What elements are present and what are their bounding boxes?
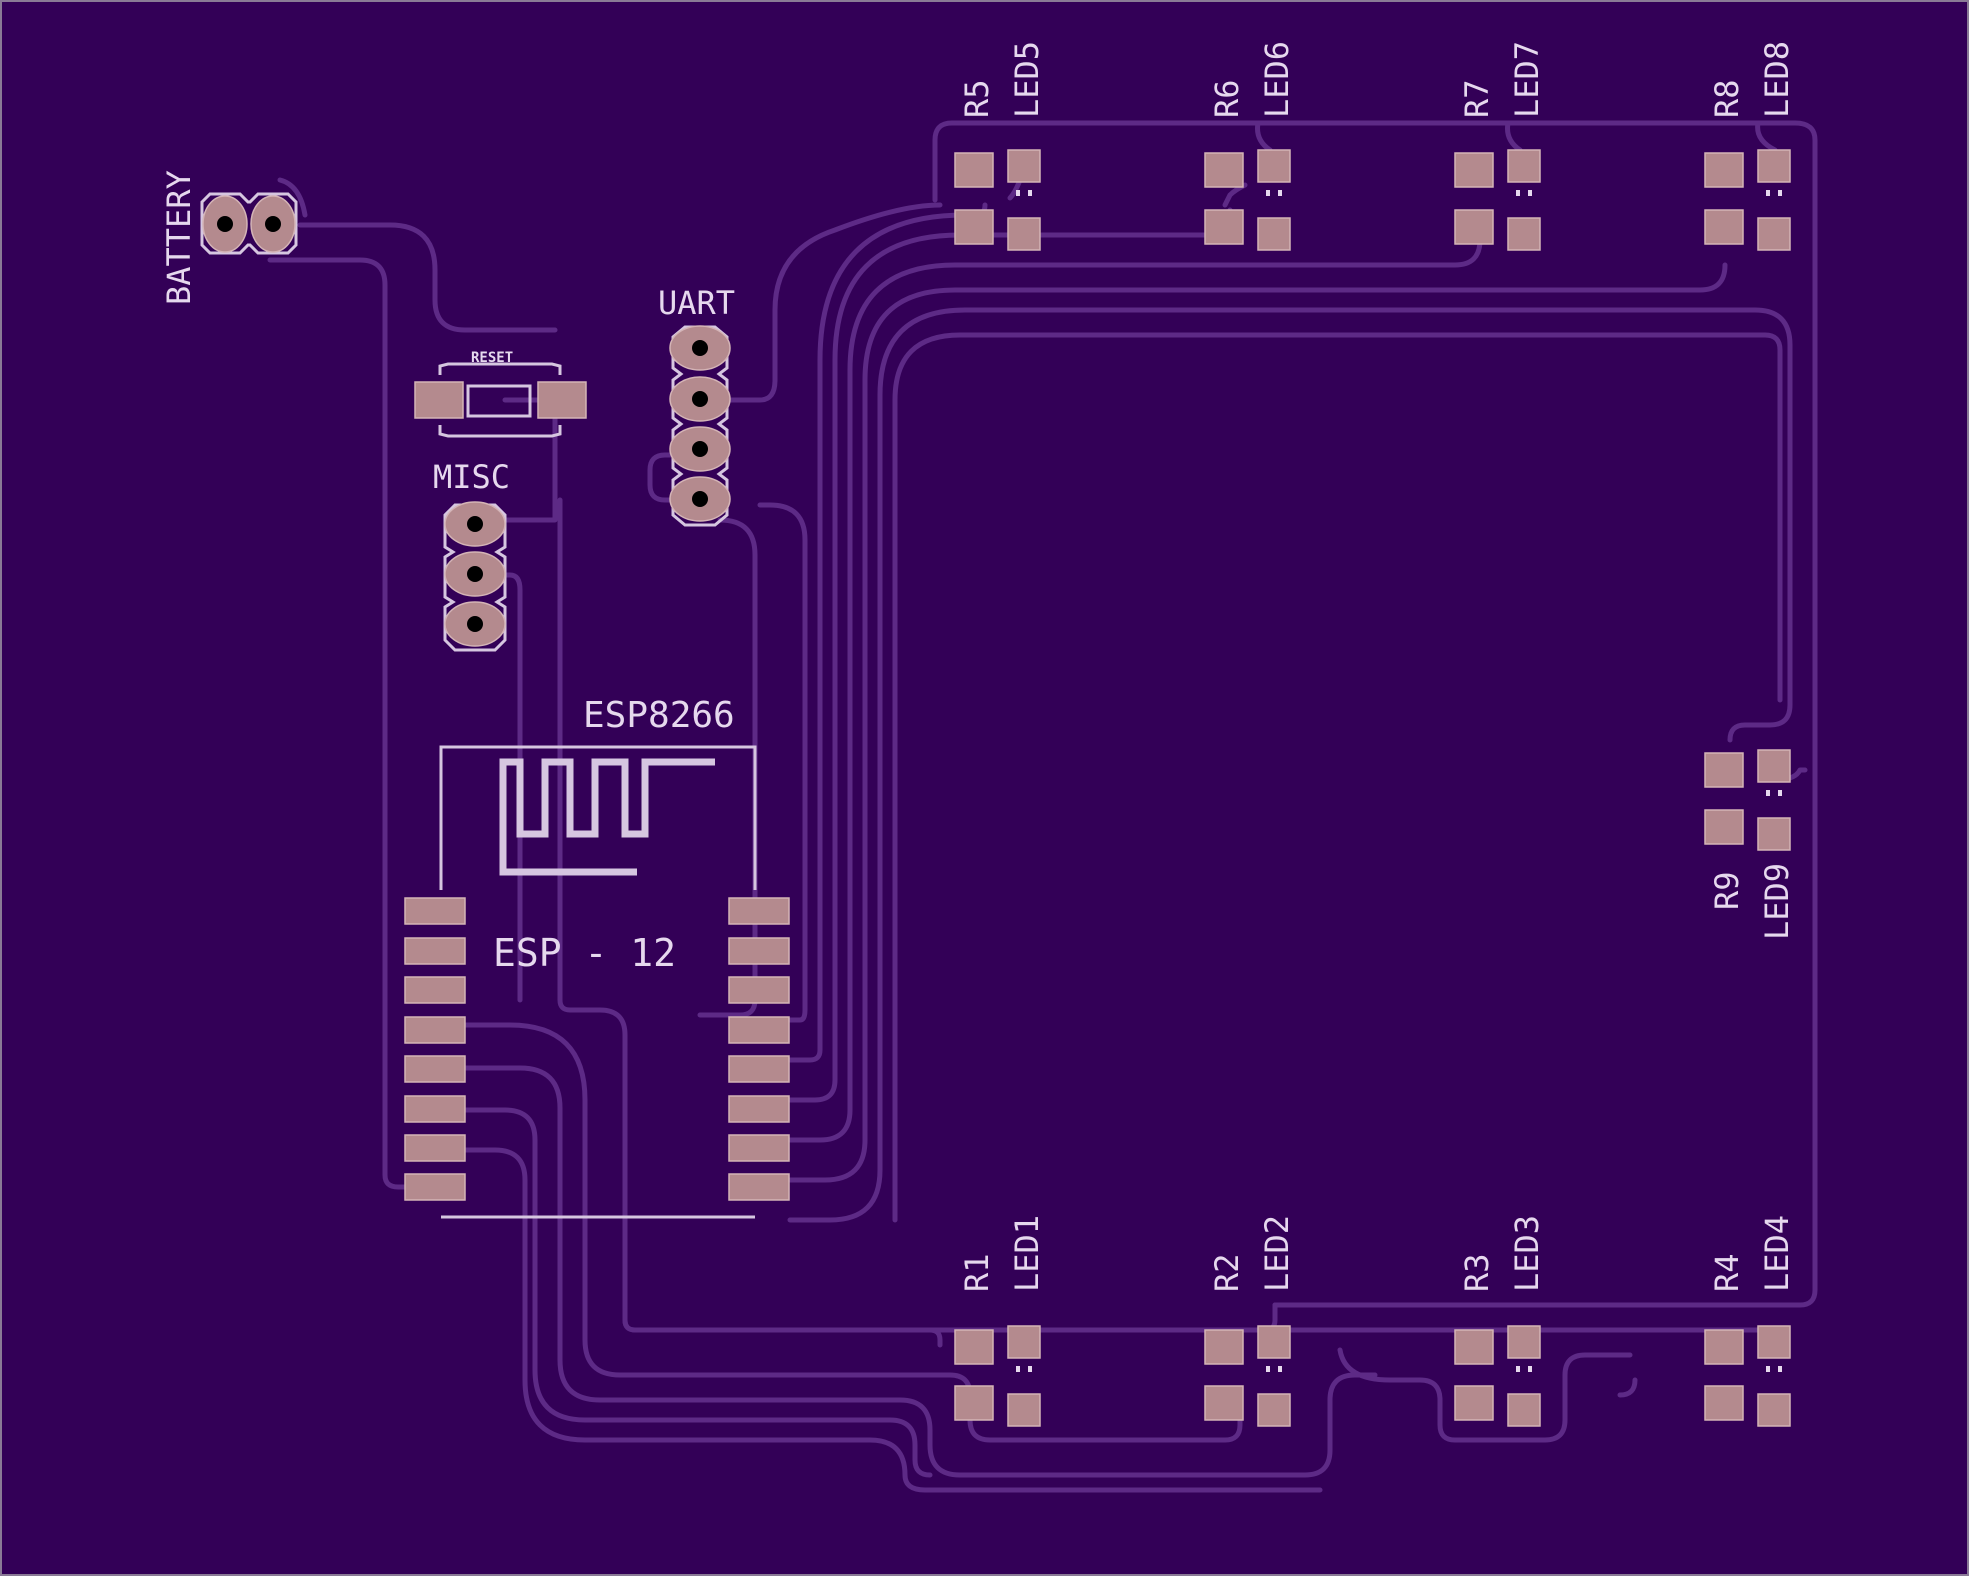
led8-label: LED8 bbox=[1758, 41, 1796, 118]
led-group-3: R3 LED3 bbox=[1454, 1215, 1546, 1427]
reset-label: RESET bbox=[471, 350, 513, 366]
led-group-2: R2 LED2 bbox=[1204, 1215, 1296, 1427]
esp-pad-r7 bbox=[728, 1134, 790, 1162]
esp-pad-r3 bbox=[728, 976, 790, 1004]
r5-label: R5 bbox=[958, 79, 996, 118]
esp-pad-l5 bbox=[404, 1055, 466, 1083]
reset-pad-2 bbox=[537, 381, 587, 419]
r7-label: R7 bbox=[1458, 79, 1496, 118]
esp8266-label: ESP8266 bbox=[583, 695, 735, 736]
esp-pad-l2 bbox=[404, 937, 466, 965]
esp-pad-l4 bbox=[404, 1016, 466, 1044]
led9-label: LED9 bbox=[1758, 863, 1796, 940]
r2-label: R2 bbox=[1208, 1253, 1246, 1292]
esp-pad-r6 bbox=[728, 1095, 790, 1123]
uart-label: UART bbox=[658, 284, 735, 322]
led-group-8: R8 LED8 bbox=[1704, 41, 1796, 251]
esp12-label: ESP - 12 bbox=[493, 931, 676, 975]
r9-label: R9 bbox=[1708, 871, 1746, 910]
antenna-icon bbox=[499, 758, 715, 876]
reset-pad-1 bbox=[414, 381, 464, 419]
led6-label: LED6 bbox=[1258, 41, 1296, 118]
led-group-5: R5 LED5 bbox=[954, 41, 1046, 251]
led-group-6: R6 LED6 bbox=[1204, 41, 1296, 251]
esp-pad-l8 bbox=[404, 1173, 466, 1201]
reset-switch: RESET bbox=[414, 350, 587, 438]
battery-label: BATTERY bbox=[160, 170, 198, 305]
r1-label: R1 bbox=[958, 1253, 996, 1292]
esp-pad-r5 bbox=[728, 1055, 790, 1083]
esp-pad-l1 bbox=[404, 897, 466, 925]
r3-label: R3 bbox=[1458, 1253, 1496, 1292]
led7-label: LED7 bbox=[1508, 41, 1546, 118]
r6-label: R6 bbox=[1208, 79, 1246, 118]
esp-pad-r1 bbox=[728, 897, 790, 925]
battery-connector: BATTERY bbox=[160, 170, 298, 305]
esp-pad-l6 bbox=[404, 1095, 466, 1123]
led1-label: LED1 bbox=[1008, 1215, 1046, 1292]
led2-label: LED2 bbox=[1258, 1215, 1296, 1292]
esp-pad-r4 bbox=[728, 1016, 790, 1044]
misc-header: MISC bbox=[433, 458, 510, 652]
led-group-9: R9 LED9 bbox=[1704, 749, 1796, 940]
uart-header: UART bbox=[658, 284, 735, 527]
led3-label: LED3 bbox=[1508, 1215, 1546, 1292]
led4-label: LED4 bbox=[1758, 1215, 1796, 1292]
led-group-4: R4 LED4 bbox=[1704, 1215, 1796, 1427]
led-group-7: R7 LED7 bbox=[1454, 41, 1546, 251]
esp-pad-r8 bbox=[728, 1173, 790, 1201]
misc-label: MISC bbox=[433, 458, 510, 496]
esp-pad-r2 bbox=[728, 937, 790, 965]
esp8266-module: ESP8266 ESP - 12 bbox=[404, 695, 790, 1219]
esp-pad-l7 bbox=[404, 1134, 466, 1162]
esp-pad-l3 bbox=[404, 976, 466, 1004]
led-group-1: R1 LED1 bbox=[954, 1215, 1046, 1427]
r4-label: R4 bbox=[1708, 1253, 1746, 1292]
led5-label: LED5 bbox=[1008, 41, 1046, 118]
r8-label: R8 bbox=[1708, 79, 1746, 118]
